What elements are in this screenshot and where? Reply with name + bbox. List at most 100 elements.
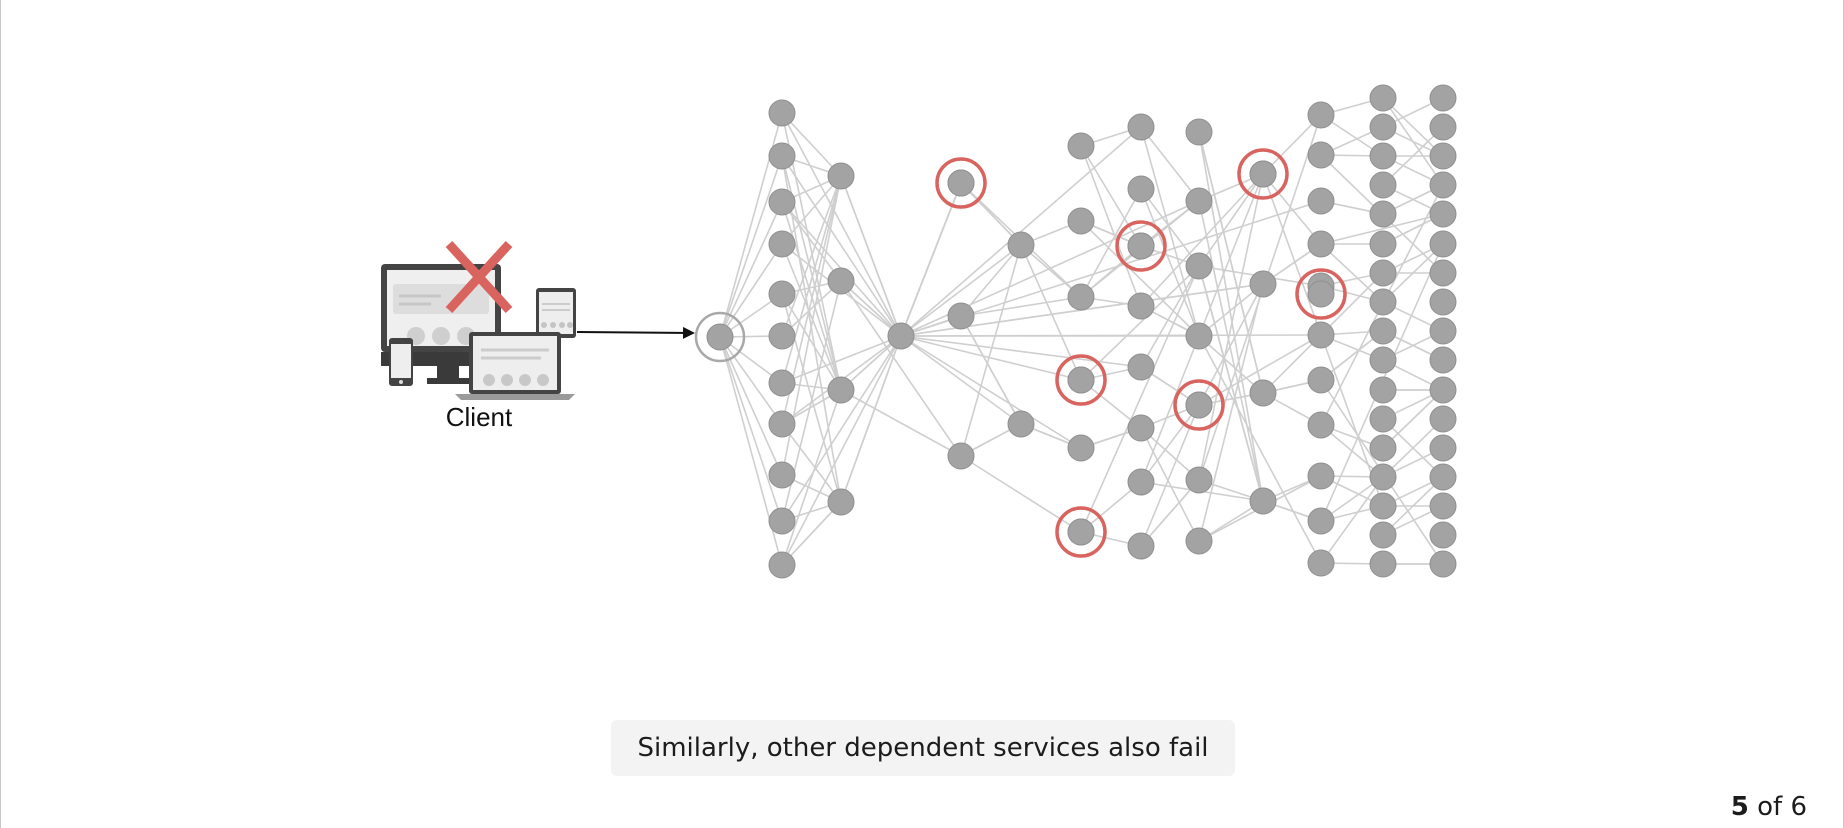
service-node (1429, 434, 1457, 462)
service-node (1429, 346, 1457, 374)
service-node (1369, 434, 1397, 462)
dependency-edge (781, 389, 842, 566)
service-node (1429, 113, 1457, 141)
dependency-edge (781, 335, 902, 566)
dependency-edge (1080, 145, 1142, 247)
service-node (1369, 113, 1397, 141)
service-node (768, 410, 796, 438)
service-node (827, 376, 855, 404)
failed-service-node (1067, 366, 1095, 394)
dependency-edges (719, 97, 1444, 566)
dependency-edge (1140, 265, 1200, 368)
failed-service-ring (1055, 506, 1107, 558)
service-node (1307, 507, 1335, 535)
service-node (887, 322, 915, 350)
service-node (1369, 259, 1397, 287)
service-node (947, 302, 975, 330)
service-node (1307, 366, 1335, 394)
dependency-edge (1080, 145, 1142, 307)
service-node (1369, 230, 1397, 258)
failed-service-ring (1173, 379, 1225, 431)
service-node (1127, 468, 1155, 496)
service-node (768, 507, 796, 535)
service-node (1249, 379, 1277, 407)
service-node (1067, 283, 1095, 311)
dependency-edge (1262, 114, 1322, 175)
service-node (1429, 376, 1457, 404)
service-node (768, 369, 796, 397)
gateway-ring (694, 311, 746, 363)
dependency-edge (719, 243, 783, 338)
dependency-edge (781, 201, 842, 282)
failed-service-ring (1055, 354, 1107, 406)
service-node (1127, 414, 1155, 442)
dependency-edge (1320, 476, 1384, 564)
service-node (1307, 230, 1335, 258)
service-node (1307, 141, 1335, 169)
client-failed-cross-icon (445, 240, 513, 314)
service-node (1127, 113, 1155, 141)
service-nodes (694, 84, 1457, 579)
dependency-edge (960, 244, 1022, 457)
dependency-edge (960, 296, 1082, 317)
dependency-edge (1320, 243, 1384, 303)
dependency-edge (1382, 126, 1444, 186)
service-node (1067, 434, 1095, 462)
service-node (827, 488, 855, 516)
dependency-edge (960, 455, 1082, 533)
service-node (1429, 317, 1457, 345)
service-node (1429, 230, 1457, 258)
current-page: 5 (1730, 792, 1749, 822)
failed-service-node (947, 169, 975, 197)
service-node (1369, 346, 1397, 374)
dependency-edge (719, 336, 783, 522)
dependency-edge (1198, 335, 1264, 394)
dependency-edge (1140, 404, 1200, 483)
service-node (768, 188, 796, 216)
dependency-edge (719, 336, 783, 425)
failed-service-node (1185, 391, 1213, 419)
service-node (1307, 321, 1335, 349)
dependency-edge (781, 112, 902, 337)
gateway-node (706, 323, 734, 351)
service-node (768, 280, 796, 308)
service-node (1369, 171, 1397, 199)
dependency-edge (719, 336, 783, 566)
dependency-edge (1262, 173, 1322, 245)
dependency-edge (1140, 479, 1200, 547)
dependency-edge (1382, 418, 1444, 478)
dependency-edge (1198, 283, 1264, 337)
service-node (1429, 521, 1457, 549)
service-node (1007, 410, 1035, 438)
dependency-edge (900, 244, 1022, 337)
failed-service-ring (935, 157, 987, 209)
failed-service-ring (1237, 148, 1289, 200)
dependency-edge (781, 175, 842, 245)
dependency-edge (1198, 173, 1264, 337)
service-node (1369, 405, 1397, 433)
failed-service-node (1307, 280, 1335, 308)
dependency-edge (781, 335, 902, 522)
service-node (1307, 187, 1335, 215)
service-node (1185, 527, 1213, 555)
dependency-edge (900, 335, 1082, 449)
service-node (1369, 200, 1397, 228)
service-node (1249, 270, 1277, 298)
dependency-edge (781, 175, 842, 384)
dependency-edge (781, 112, 842, 177)
dependency-edge (781, 175, 842, 337)
dependency-edge (1140, 188, 1200, 337)
dependency-edge (1198, 173, 1264, 481)
dependency-edge (1198, 335, 1322, 564)
dependency-edge (1382, 389, 1444, 449)
service-node (1185, 118, 1213, 146)
dependency-edge (1140, 126, 1200, 202)
dependency-edge (719, 155, 783, 338)
service-node (1307, 462, 1335, 490)
service-node (1127, 175, 1155, 203)
service-node (1127, 532, 1155, 560)
dependency-edge (840, 280, 902, 337)
failed-service-node (1127, 232, 1155, 260)
